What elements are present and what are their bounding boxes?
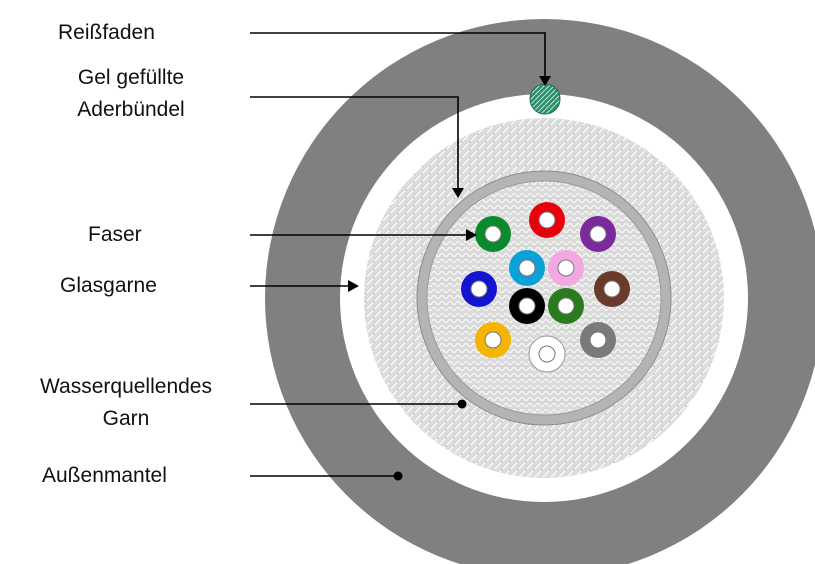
blue-fiber-core bbox=[470, 280, 488, 298]
wasser-leader-dot bbox=[457, 399, 467, 409]
darkgreen-fiber bbox=[548, 288, 584, 324]
white-fiber bbox=[528, 335, 566, 373]
label-water-swellable-yarn: Wasserquellendes Garn bbox=[6, 373, 246, 433]
gray-fiber bbox=[580, 322, 616, 358]
faser-arrowhead bbox=[466, 229, 477, 241]
black-fiber-core bbox=[518, 297, 536, 315]
brown-fiber-core bbox=[603, 280, 621, 298]
glasgarne-arrowhead bbox=[348, 280, 359, 292]
brown-fiber bbox=[594, 271, 630, 307]
red-fiber bbox=[529, 202, 565, 238]
leader-lines bbox=[250, 32, 551, 481]
aderbuendel-leader bbox=[250, 96, 459, 190]
cyan-fiber bbox=[509, 250, 545, 286]
reissfaden-leader bbox=[250, 32, 546, 78]
blue-fiber bbox=[461, 271, 497, 307]
label-gel-filled-tubes: Gel gefüllte Aderbündel bbox=[46, 64, 216, 124]
label-gel-line1: Gel gefüllte bbox=[77, 66, 185, 89]
label-wasser-line2: Garn bbox=[102, 407, 150, 430]
label-faser: Faser bbox=[88, 223, 142, 246]
red-fiber-core bbox=[538, 211, 556, 229]
yellow-fiber bbox=[475, 322, 511, 358]
label-glasgarne: Glasgarne bbox=[60, 274, 157, 297]
cyan-fiber-core bbox=[518, 259, 536, 277]
gray-fiber-core bbox=[589, 331, 607, 349]
ripcord bbox=[529, 83, 561, 115]
pink-fiber bbox=[548, 250, 584, 286]
black-fiber bbox=[509, 288, 545, 324]
yellow-fiber-core bbox=[484, 331, 502, 349]
aderbuendel-arrowhead bbox=[452, 188, 464, 198]
darkgreen-fiber-core bbox=[557, 297, 575, 315]
label-gel-line2: Aderbündel bbox=[77, 98, 185, 121]
green-fiber bbox=[475, 216, 511, 252]
white-fiber-core bbox=[538, 345, 556, 363]
label-reissfaden: Reißfaden bbox=[58, 21, 155, 44]
green-fiber-core bbox=[484, 225, 502, 243]
label-aussenmantel: Außenmantel bbox=[42, 464, 167, 487]
pink-fiber-core bbox=[557, 259, 575, 277]
label-wasser-line1: Wasserquellendes bbox=[40, 375, 212, 398]
purple-fiber bbox=[580, 216, 616, 252]
reissfaden-arrowhead bbox=[539, 76, 551, 86]
aussenmantel-leader-dot bbox=[393, 471, 403, 481]
fiber-group bbox=[461, 202, 630, 373]
purple-fiber-core bbox=[589, 225, 607, 243]
